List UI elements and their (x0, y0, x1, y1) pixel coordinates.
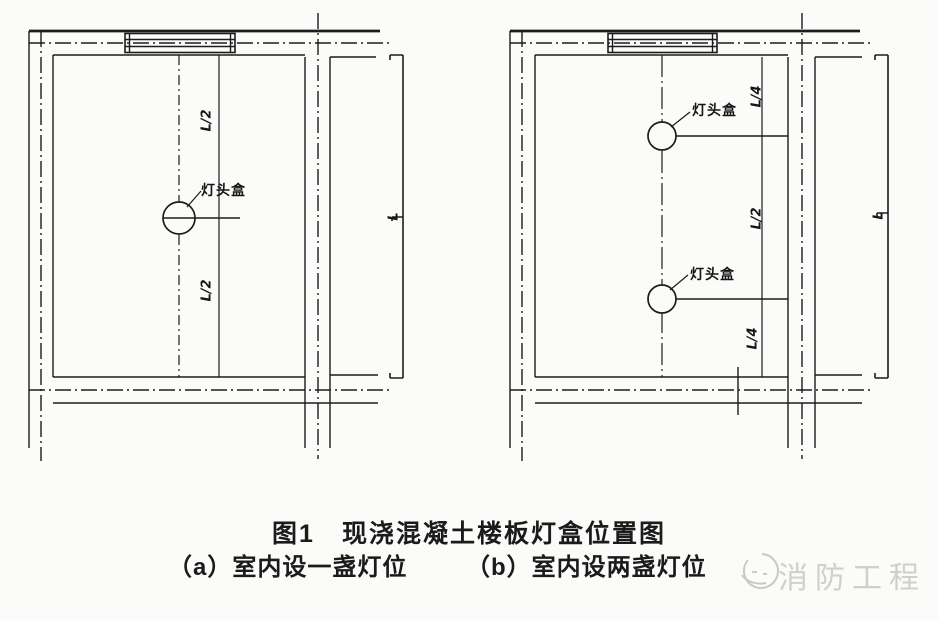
figure-caption-b: （b）室内设两盏灯位 (466, 554, 707, 581)
lamp-box-label-b2: 灯头盒 (690, 267, 735, 283)
dim-label-a-bottom: L/2 (199, 279, 215, 302)
dim-label-a-total: L (386, 212, 402, 221)
window-symbol (607, 32, 718, 54)
dim-label-b-total: L (871, 211, 887, 220)
leader-line (669, 274, 689, 291)
lamp-box-label-b1: 灯头盒 (692, 103, 737, 119)
dimension-line-L-a (389, 54, 404, 379)
dim-label-a-top: L/2 (199, 109, 215, 132)
dim-label-b-middle: L/2 (749, 207, 765, 230)
figure-caption-a: （a）室内设一盏灯位 (168, 554, 408, 581)
dim-label-b-top: L/4 (749, 85, 765, 108)
watermark-logo-icon (741, 553, 779, 589)
dim-label-b-bottom: L/4 (745, 327, 761, 350)
window-symbol (124, 32, 236, 54)
leader-line (670, 111, 691, 128)
leader-line (186, 190, 202, 208)
figure-title: 图1 现浇混凝土楼板灯盒位置图 (272, 520, 666, 548)
floor-plan-a (28, 13, 404, 461)
floor-plan-b (509, 13, 889, 461)
watermark-text: 消防工程 (778, 562, 926, 595)
dimension-line-L-b (874, 54, 889, 379)
lamp-box-label-a: 灯头盒 (201, 183, 246, 199)
